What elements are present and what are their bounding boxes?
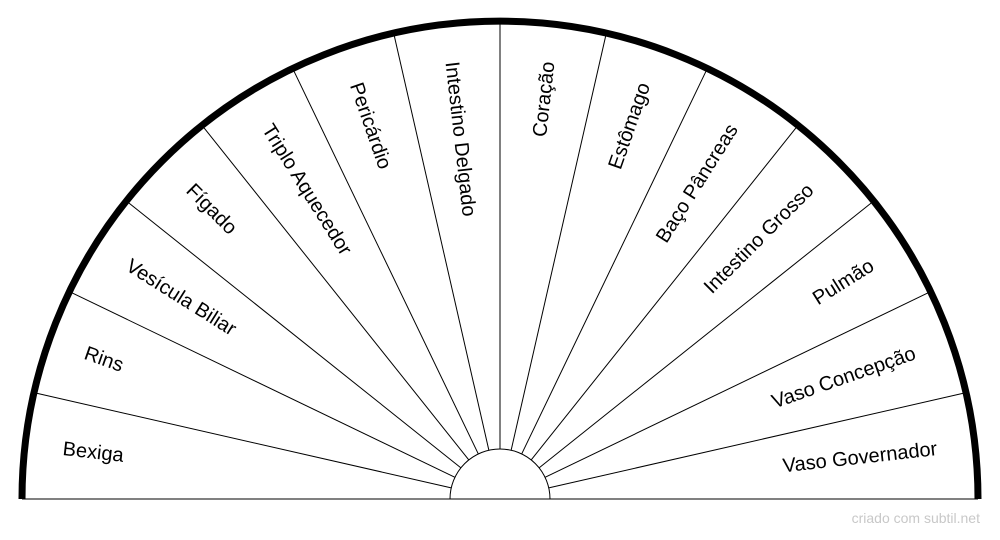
sector-label: Coração [529, 60, 559, 138]
sector-label: Rins [81, 343, 126, 377]
sector-divider [69, 291, 456, 478]
credit-text: criado com subtil.net [851, 510, 980, 526]
sector-label: Vaso Governador [782, 438, 939, 477]
sector-divider [125, 200, 462, 469]
sector-label: Pulmão [809, 255, 878, 310]
sector-label: Pericárdio [345, 80, 396, 172]
sector-label: Fígado [182, 180, 242, 240]
sector-divider [538, 200, 875, 469]
sector-divider [521, 68, 708, 455]
sector-label: Baço Pâncreas [652, 120, 743, 247]
sector-label: Intestino Grosso [700, 180, 819, 299]
sector-label: Vesícula Biliar [122, 255, 240, 341]
sector-label: Intestino Delgado [441, 60, 480, 217]
sector-divider [393, 32, 490, 451]
inner-arc [449, 448, 551, 500]
sector-label: Triplo Aquecedor [257, 120, 356, 259]
sector-divider [544, 291, 931, 478]
sector-label: Estômago [605, 80, 656, 172]
sector-divider [292, 68, 479, 455]
sector-divider [548, 392, 967, 489]
sector-dividers [33, 21, 967, 489]
sector-divider [530, 124, 799, 461]
sector-divider [201, 124, 470, 461]
sector-divider [510, 32, 607, 451]
sector-divider [33, 392, 452, 489]
sector-label: Bexiga [62, 438, 126, 467]
outer-arc [18, 17, 982, 500]
sector-label: Vaso Concepção [769, 343, 919, 414]
